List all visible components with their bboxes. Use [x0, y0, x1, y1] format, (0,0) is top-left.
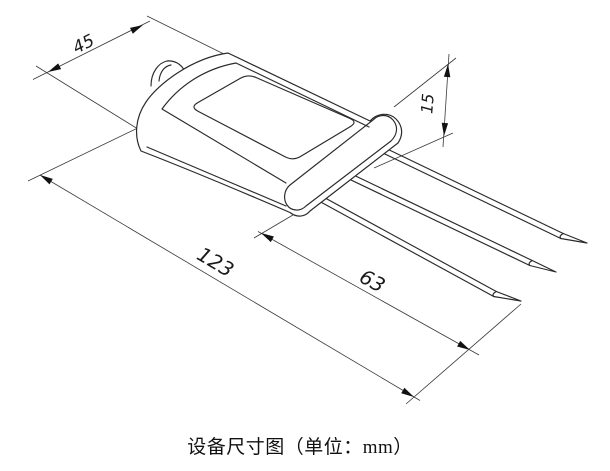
probe-back	[358, 135, 588, 244]
extension-line	[146, 15, 231, 58]
arrowhead	[261, 233, 274, 243]
arrowhead	[40, 175, 53, 185]
arrowhead	[401, 387, 414, 397]
probe-tip	[493, 290, 522, 302]
probe-cone-base	[559, 232, 564, 240]
probe-cone-base	[528, 259, 533, 267]
label-panel	[193, 75, 355, 160]
extension-line	[373, 132, 454, 169]
arrowhead	[441, 122, 449, 136]
dimension-height-15: 15	[373, 53, 457, 169]
probe-shaft-line	[322, 165, 531, 267]
probe-shaft-line	[288, 183, 495, 298]
dimension-line	[257, 231, 480, 356]
probe-tip	[529, 259, 557, 273]
extension-line	[405, 303, 522, 405]
probe-cone-base	[492, 290, 497, 298]
body-inner-edge	[161, 62, 370, 184]
figure-caption: 设备尺寸图（单位：mm）	[187, 436, 413, 458]
probe-shaft-line	[358, 140, 562, 240]
body-bottom-inner-edge	[146, 146, 287, 207]
dimension-label-overall-length: 123	[193, 242, 238, 282]
dimension-label-probe-length: 63	[355, 264, 389, 297]
body-silhouette	[136, 52, 403, 217]
extension-line	[253, 211, 299, 239]
extension-line	[35, 65, 147, 135]
dimension-line	[39, 174, 421, 401]
front-face-inner-capsule	[284, 114, 398, 211]
arrowhead	[130, 25, 143, 34]
arrowhead	[48, 63, 62, 72]
probe-shaft-line	[360, 135, 564, 235]
dimension-label-height: 15	[417, 93, 437, 115]
arrowhead	[457, 340, 470, 350]
arrowhead	[443, 64, 451, 78]
extension-line	[393, 57, 457, 108]
dimension-label-width: 45	[70, 31, 98, 59]
dimension-probe-length-63: 63	[253, 211, 480, 356]
extension-line	[27, 124, 145, 182]
probe-middle	[322, 160, 557, 273]
probe-shaft-line	[324, 160, 533, 262]
probe-tip	[560, 232, 588, 244]
sensor-body	[136, 52, 403, 217]
cable-gland-inner-arc	[158, 64, 172, 82]
